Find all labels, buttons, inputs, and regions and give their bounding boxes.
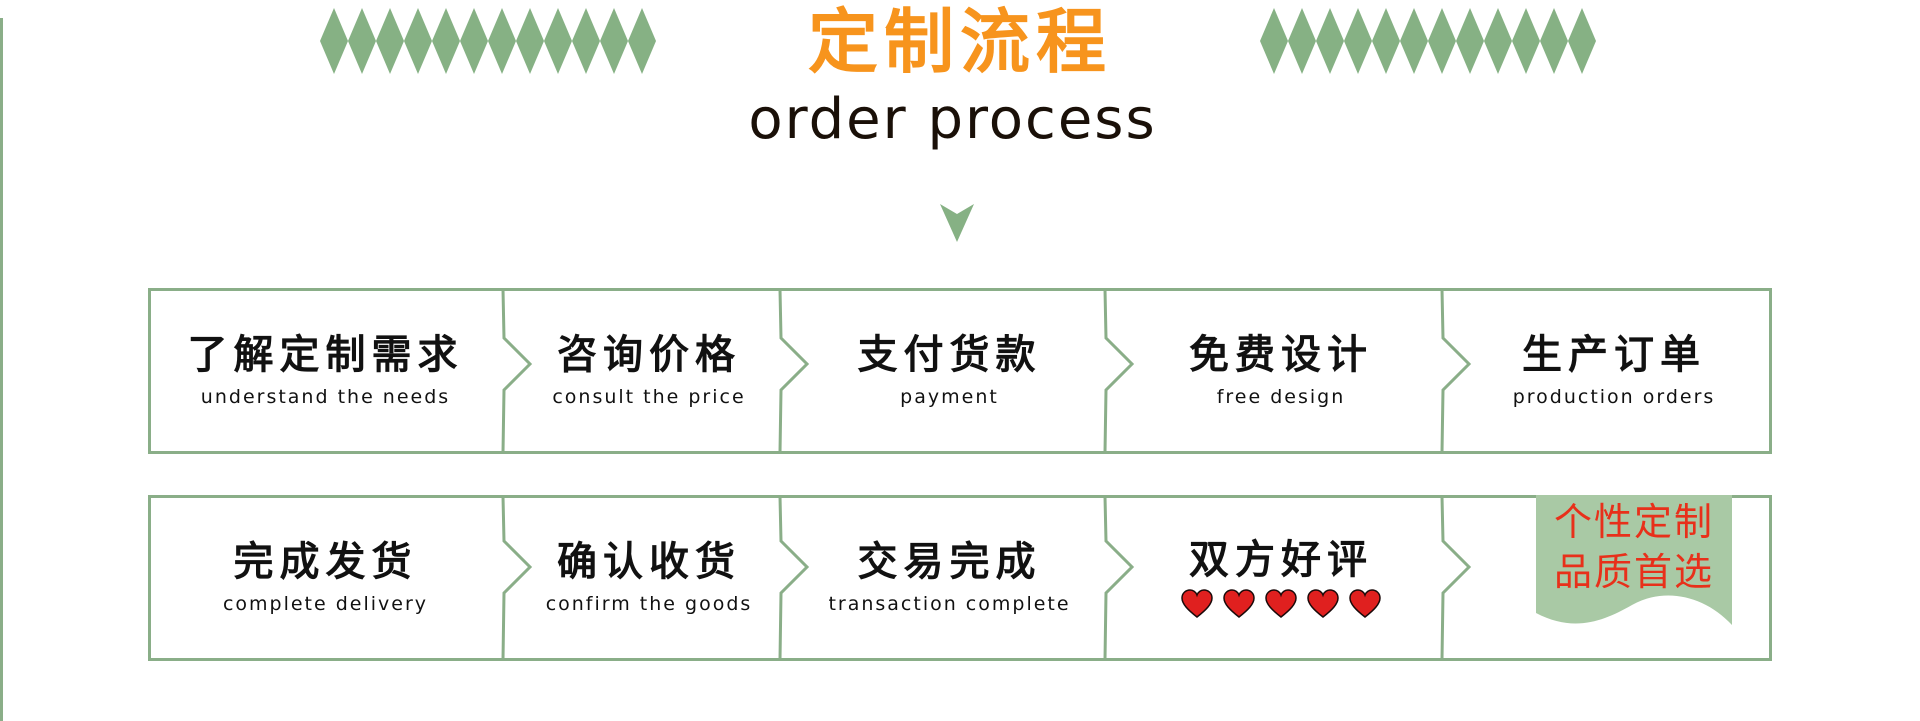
page-title: 定制流程	[808, 1, 1112, 83]
rating-hearts	[1180, 589, 1382, 619]
right-diamond-divider-icon	[1260, 8, 1596, 74]
process-row-2: 完成发货 complete delivery 确认收货 confirm the …	[148, 495, 1772, 661]
step-title: 支付货款	[857, 332, 1042, 378]
step-subtitle: understand the needs	[200, 386, 451, 408]
step-confirm-goods: 确认收货 confirm the goods	[518, 495, 780, 661]
step-free-design: 免费设计 free design	[1120, 288, 1442, 454]
step-subtitle: payment	[900, 386, 999, 408]
heart-icon	[1349, 589, 1381, 618]
step-subtitle: transaction complete	[828, 593, 1071, 615]
triangle-down-icon	[940, 204, 974, 242]
step-subtitle: complete delivery	[222, 593, 429, 615]
heart-icon	[1181, 589, 1213, 618]
badge-text: 个性定制 品质首选	[1534, 497, 1734, 597]
step-complete-delivery: 完成发货 complete delivery	[148, 495, 503, 661]
step-title: 生产订单	[1522, 332, 1706, 378]
left-diamond-divider-icon	[320, 8, 656, 74]
badge-ribbon-shape	[1536, 495, 1732, 625]
heart-icon	[1307, 589, 1339, 618]
step-title: 确认收货	[557, 539, 741, 585]
step-subtitle: production orders	[1512, 386, 1716, 408]
badge-line-1: 个性定制	[1553, 500, 1714, 544]
heart-icon	[1223, 589, 1255, 618]
step-title: 交易完成	[857, 539, 1042, 585]
step-mutual-review: 双方好评	[1120, 495, 1442, 661]
quality-badge: 个性定制 品质首选	[1534, 495, 1734, 627]
row-1-frame	[148, 288, 1772, 454]
step-title: 免费设计	[1189, 332, 1373, 378]
left-border-line	[0, 18, 3, 721]
step-title: 双方好评	[1189, 537, 1373, 583]
step-subtitle: confirm the goods	[545, 593, 753, 615]
step-subtitle: consult the price	[552, 386, 746, 408]
heart-icon	[1265, 589, 1297, 618]
step-title: 了解定制需求	[187, 332, 464, 378]
process-row-1: 了解定制需求 understand the needs 咨询价格 consult…	[148, 288, 1772, 454]
step-title: 完成发货	[233, 539, 418, 585]
step-consult-price: 咨询价格 consult the price	[518, 288, 780, 454]
step-subtitle: free design	[1216, 386, 1346, 408]
step-understand-needs: 了解定制需求 understand the needs	[148, 288, 503, 454]
step-payment: 支付货款 payment	[794, 288, 1105, 454]
row-2-frame	[148, 495, 1772, 661]
page-subtitle: order process	[748, 87, 1157, 152]
step-production-orders: 生产订单 production orders	[1456, 288, 1772, 454]
step-transaction-complete: 交易完成 transaction complete	[794, 495, 1105, 661]
step-title: 咨询价格	[557, 332, 741, 378]
badge-line-2: 品质首选	[1553, 550, 1714, 594]
